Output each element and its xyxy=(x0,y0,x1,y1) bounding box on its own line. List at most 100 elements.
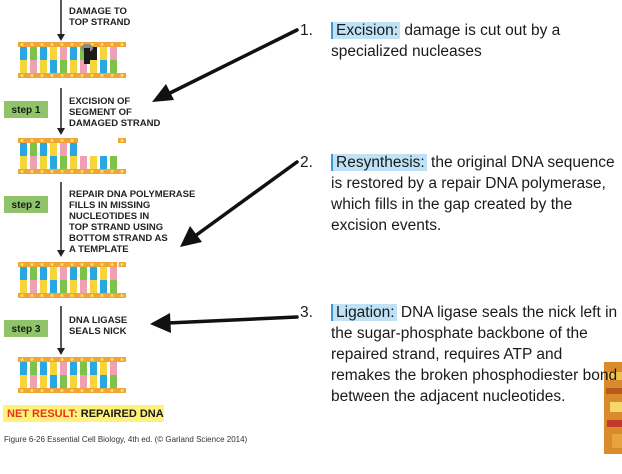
phosphate-dot xyxy=(70,74,74,77)
bottom-base xyxy=(20,156,27,169)
top-base xyxy=(50,47,57,60)
phosphate-dot xyxy=(60,74,64,77)
bottom-base xyxy=(30,375,37,388)
phosphate-dot xyxy=(50,263,54,266)
phosphate-dot xyxy=(40,170,44,173)
top-base xyxy=(30,267,37,280)
phosphate-dot xyxy=(110,294,114,297)
net-result: NET RESULT: REPAIRED DNA xyxy=(3,405,164,422)
top-base xyxy=(40,267,47,280)
phosphate-dot xyxy=(90,263,94,266)
phosphate-dot xyxy=(60,389,64,392)
bottom-base xyxy=(100,280,107,293)
bottom-base xyxy=(90,60,97,73)
bottom-base xyxy=(90,156,97,169)
bottom-base xyxy=(20,280,27,293)
label-damage: DAMAGE TO TOP STRAND xyxy=(69,6,131,28)
phosphate-dot xyxy=(70,170,74,173)
phosphate-dot xyxy=(50,358,54,361)
top-base xyxy=(20,47,27,60)
label-polymerase: REPAIR DNA POLYMERASE FILLS IN MISSING N… xyxy=(69,189,198,255)
top-base xyxy=(80,47,87,60)
phosphate-dot xyxy=(40,74,44,77)
bottom-base xyxy=(40,60,47,73)
step-3-label: step 3 xyxy=(12,324,41,335)
phosphate-dot xyxy=(90,358,94,361)
bottom-base xyxy=(100,156,107,169)
top-base xyxy=(60,267,67,280)
phosphate-dot xyxy=(20,389,24,392)
explanation-excision: 1. Excision: damage is cut out by a spec… xyxy=(300,20,618,62)
term-highlight: Excision: xyxy=(331,22,401,39)
bottom-base xyxy=(60,375,67,388)
phosphate-dot xyxy=(120,43,124,46)
top-base xyxy=(20,267,27,280)
phosphate-dot xyxy=(40,294,44,297)
item-text: damage is cut out by a specialized nucle… xyxy=(331,22,561,60)
top-base xyxy=(100,267,107,280)
phosphate-dot xyxy=(100,263,104,266)
phosphate-dot xyxy=(120,389,124,392)
phosphate-dot xyxy=(70,358,74,361)
explanation-ligation: 3. Ligation: DNA ligase seals the nick l… xyxy=(300,302,618,407)
dna-damaged xyxy=(18,42,126,78)
top-base xyxy=(110,362,117,375)
bottom-base xyxy=(50,60,57,73)
bottom-base xyxy=(60,156,67,169)
phosphate-dot xyxy=(40,389,44,392)
term-highlight: Ligation: xyxy=(331,304,397,321)
flow-arrows xyxy=(57,0,65,355)
pointer-arrows xyxy=(150,28,299,333)
phosphate-dot xyxy=(30,263,34,266)
item-number: 1. xyxy=(300,22,313,39)
top-base xyxy=(50,267,57,280)
phosphate-dot xyxy=(100,74,104,77)
top-base xyxy=(70,362,77,375)
top-base xyxy=(60,143,67,156)
top-base xyxy=(100,47,107,60)
bottom-base xyxy=(30,156,37,169)
top-base xyxy=(60,47,67,60)
top-base xyxy=(40,47,47,60)
bottom-base xyxy=(80,60,87,73)
bottom-base xyxy=(70,60,77,73)
bottom-base xyxy=(50,280,57,293)
svg-text:NET RESULT: REPAIRED DN: NET RESULT: REPAIRED DNA xyxy=(7,408,164,420)
phosphate-dot xyxy=(20,139,24,142)
top-base xyxy=(90,267,97,280)
phosphate-dot xyxy=(100,358,104,361)
phosphate-dot xyxy=(100,389,104,392)
phosphate-dot xyxy=(110,358,114,361)
phosphate-dot xyxy=(50,74,54,77)
phosphate-dot xyxy=(50,43,54,46)
phosphate-dot xyxy=(60,263,64,266)
top-base xyxy=(90,362,97,375)
top-base xyxy=(30,47,37,60)
phosphate-dot xyxy=(30,294,34,297)
phosphate-dot xyxy=(120,263,124,266)
bottom-base xyxy=(50,156,57,169)
step-1-label: step 1 xyxy=(12,105,41,116)
phosphate-dot xyxy=(20,43,24,46)
bottom-base xyxy=(80,156,87,169)
bottom-base xyxy=(20,375,27,388)
phosphate-dot xyxy=(110,170,114,173)
label-ligase: DNA LIGASE SEALS NICK xyxy=(69,315,130,337)
top-base xyxy=(100,362,107,375)
phosphate-dot xyxy=(50,170,54,173)
top-base xyxy=(60,362,67,375)
phosphate-dot xyxy=(80,294,84,297)
phosphate-dot xyxy=(90,389,94,392)
bottom-base xyxy=(60,280,67,293)
step-1-badge: step 1 xyxy=(4,101,48,118)
phosphate-dot xyxy=(100,294,104,297)
top-base xyxy=(40,143,47,156)
phosphate-dot xyxy=(20,294,24,297)
bottom-base xyxy=(30,280,37,293)
phosphate-dot xyxy=(20,358,24,361)
net-result-prefix: NET RESULT: xyxy=(7,408,78,420)
top-base xyxy=(70,143,77,156)
bottom-base xyxy=(70,375,77,388)
phosphate-dot xyxy=(60,294,64,297)
